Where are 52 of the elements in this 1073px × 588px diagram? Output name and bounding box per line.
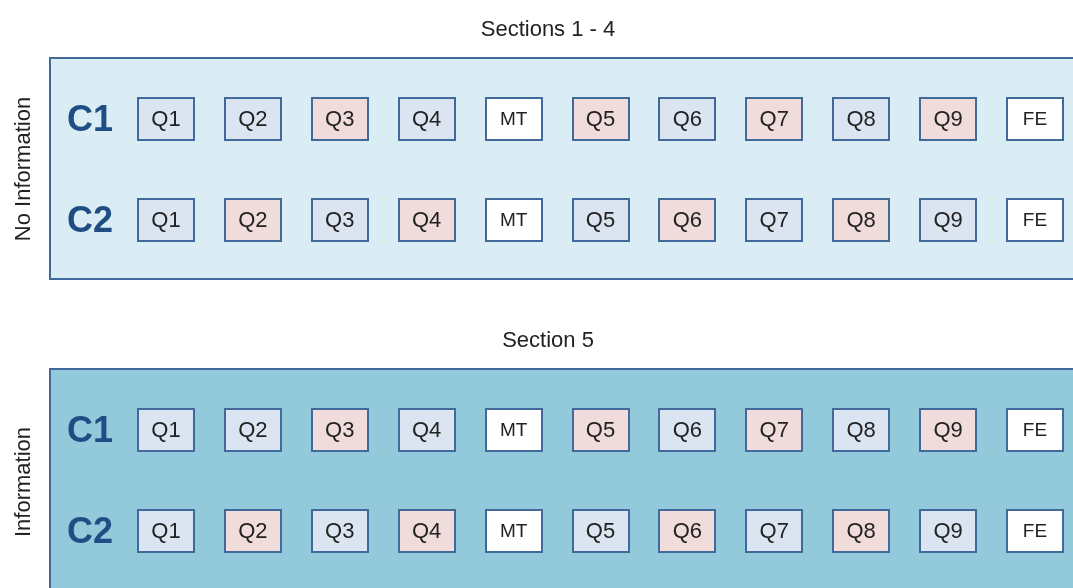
condition-code: C1 <box>67 98 113 140</box>
section-heading: Sections 1 - 4 <box>480 16 616 42</box>
question-box: Q5 <box>571 97 630 141</box>
condition-label: No Information <box>10 96 36 241</box>
question-box: Q1 <box>137 509 195 553</box>
condition-code: C1 <box>67 409 113 451</box>
question-box: Q4 <box>397 198 456 242</box>
question-box: Q4 <box>397 509 456 553</box>
question-box: Q3 <box>310 97 369 141</box>
question-box: Q8 <box>832 509 891 553</box>
condition-label: Information <box>10 426 36 538</box>
question-box: Q5 <box>571 198 630 242</box>
question-box: Q8 <box>832 408 891 452</box>
question-box: Q4 <box>397 97 456 141</box>
question-box: Q8 <box>832 198 891 242</box>
question-box: MT <box>484 97 543 141</box>
condition-code: C2 <box>67 199 113 241</box>
question-box: Q7 <box>745 97 804 141</box>
question-box: Q5 <box>571 408 630 452</box>
question-box: Q6 <box>658 198 717 242</box>
question-box: Q9 <box>919 198 978 242</box>
question-box: MT <box>484 198 543 242</box>
question-box: Q5 <box>571 509 630 553</box>
question-box: Q2 <box>223 97 282 141</box>
question-box: Q1 <box>137 408 195 452</box>
question-box: Q2 <box>223 408 282 452</box>
section-heading: Section 5 <box>502 327 594 353</box>
question-box: Q8 <box>832 97 891 141</box>
question-box: FE <box>1006 97 1064 141</box>
question-box: Q6 <box>658 97 717 141</box>
question-box: Q3 <box>310 408 369 452</box>
question-box: Q7 <box>745 198 804 242</box>
question-box: Q7 <box>745 408 804 452</box>
question-box: Q3 <box>310 509 369 553</box>
question-box: FE <box>1006 509 1064 553</box>
question-box: Q2 <box>223 198 282 242</box>
question-box: Q9 <box>919 509 978 553</box>
question-box: MT <box>484 509 543 553</box>
question-box: Q9 <box>919 97 978 141</box>
question-box: FE <box>1006 408 1064 452</box>
question-box: Q7 <box>745 509 804 553</box>
question-box: MT <box>484 408 543 452</box>
question-box: Q6 <box>658 509 717 553</box>
question-box: Q1 <box>137 97 195 141</box>
question-box: Q6 <box>658 408 717 452</box>
question-box: Q2 <box>223 509 282 553</box>
question-box: Q9 <box>919 408 978 452</box>
question-box: Q3 <box>310 198 369 242</box>
question-box: Q1 <box>137 198 195 242</box>
question-box: Q4 <box>397 408 456 452</box>
condition-code: C2 <box>67 510 113 552</box>
question-box: FE <box>1006 198 1064 242</box>
